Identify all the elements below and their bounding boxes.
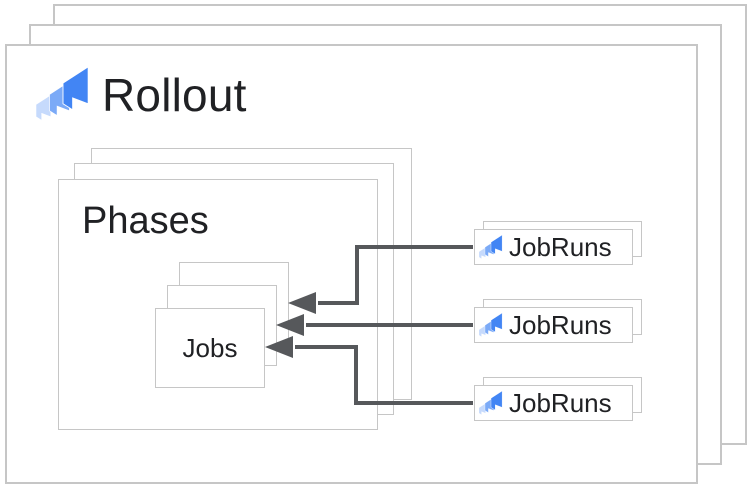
phases-title: Phases	[82, 200, 209, 242]
jobruns-label: JobRuns	[509, 231, 612, 262]
jobruns-label: JobRuns	[509, 387, 612, 418]
jobruns1-card-front: JobRuns	[474, 229, 633, 265]
cloud-deploy-icon	[36, 66, 89, 121]
cloud-deploy-icon	[479, 234, 503, 259]
rollout-title: Rollout	[102, 68, 247, 121]
jobs-label: Jobs	[182, 332, 238, 363]
jobruns-label: JobRuns	[509, 309, 612, 340]
jobs-card-front: Jobs	[155, 308, 265, 388]
rollout-header: Rollout	[36, 66, 247, 124]
cloud-deploy-icon	[479, 312, 503, 337]
jobruns2-card-front: JobRuns	[474, 307, 633, 343]
cloud-deploy-icon	[479, 390, 503, 415]
jobruns3-card-front: JobRuns	[474, 385, 633, 421]
